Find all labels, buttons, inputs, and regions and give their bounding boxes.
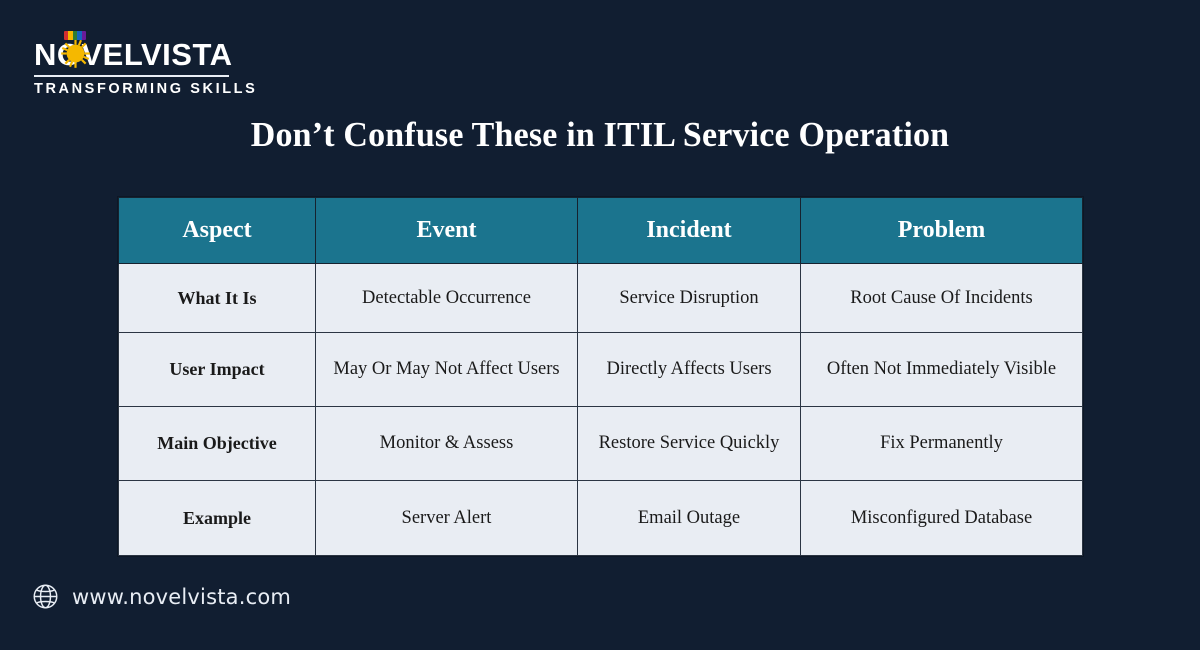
table-header-row: Aspect Event Incident Problem: [118, 197, 1083, 264]
cell-event: Detectable Occurrence: [315, 263, 578, 333]
table-row: Example Server Alert Email Outage Miscon…: [118, 480, 1083, 556]
color-flag-icon: [64, 31, 86, 40]
cell-problem: Often Not Immediately Visible: [800, 332, 1083, 407]
table-row: Main Objective Monitor & Assess Restore …: [118, 406, 1083, 481]
page-title: Don’t Confuse These in ITIL Service Oper…: [250, 115, 950, 154]
cell-incident: Directly Affects Users: [577, 332, 801, 407]
cell-incident: Service Disruption: [577, 263, 801, 333]
column-header-problem: Problem: [800, 197, 1083, 264]
cell-event: May Or May Not Affect Users: [315, 332, 578, 407]
brand-divider: [34, 75, 229, 77]
column-header-aspect: Aspect: [118, 197, 316, 264]
brand-wordmark: NOVELVISTA: [34, 31, 234, 72]
cell-problem: Root Cause Of Incidents: [800, 263, 1083, 333]
cell-problem: Fix Permanently: [800, 406, 1083, 481]
cell-incident: Email Outage: [577, 480, 801, 556]
cell-aspect: Main Objective: [118, 406, 316, 481]
sun-icon: [60, 31, 91, 69]
brand-tagline: TRANSFORMING SKILLS: [34, 81, 258, 97]
cell-incident: Restore Service Quickly: [577, 406, 801, 481]
column-header-incident: Incident: [577, 197, 801, 264]
globe-icon: [32, 583, 59, 610]
site-footer: www.novelvista.com: [32, 583, 291, 610]
cell-event: Server Alert: [315, 480, 578, 556]
cell-problem: Misconfigured Database: [800, 480, 1083, 556]
cell-aspect: What It Is: [118, 263, 316, 333]
cell-aspect: User Impact: [118, 332, 316, 407]
table-row: What It Is Detectable Occurrence Service…: [118, 263, 1083, 333]
comparison-table: Aspect Event Incident Problem What It Is…: [118, 197, 1083, 556]
table-row: User Impact May Or May Not Affect Users …: [118, 332, 1083, 407]
brand-logo: NOVELVISTA: [34, 31, 258, 97]
cell-aspect: Example: [118, 480, 316, 556]
cell-event: Monitor & Assess: [315, 406, 578, 481]
column-header-event: Event: [315, 197, 578, 264]
site-url-text[interactable]: www.novelvista.com: [72, 584, 292, 609]
